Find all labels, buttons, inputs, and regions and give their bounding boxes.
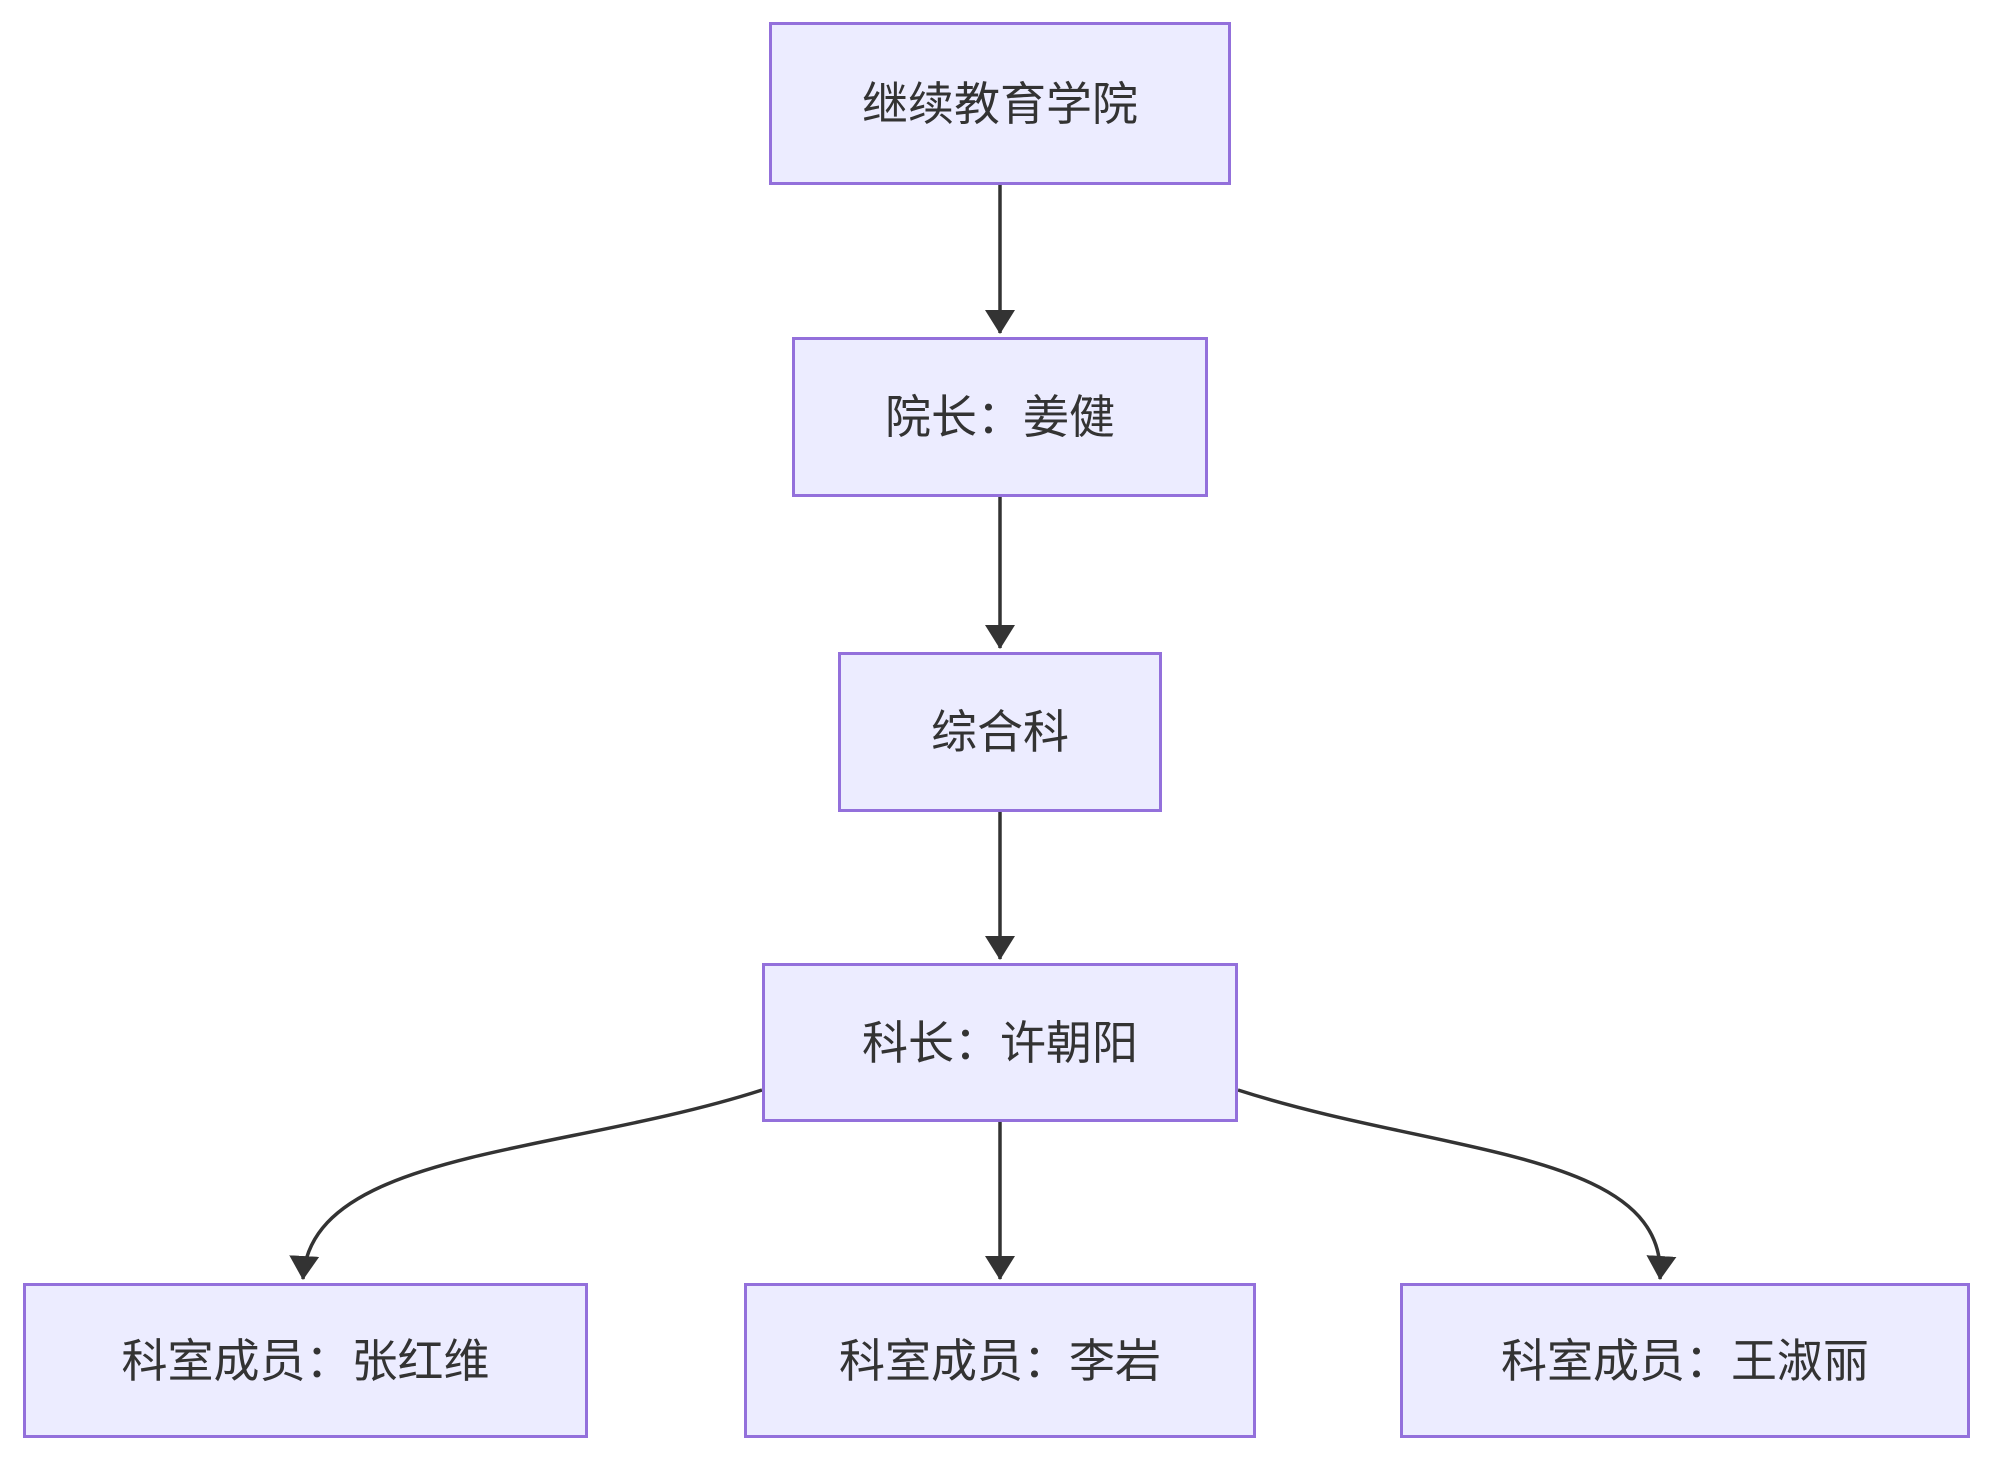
node-section: 综合科 — [838, 652, 1162, 812]
edge-chief-member-3 — [1237, 1088, 1677, 1280]
edge-chief-member-1 — [289, 1088, 763, 1280]
node-dean: 院长：姜健 — [792, 337, 1208, 497]
node-member-2: 科室成员：李岩 — [744, 1283, 1256, 1438]
node-chief: 科长：许朝阳 — [762, 963, 1238, 1122]
node-member-3: 科室成员：王淑丽 — [1400, 1283, 1970, 1438]
node-college: 继续教育学院 — [769, 22, 1231, 185]
node-member-1: 科室成员：张红维 — [23, 1283, 588, 1438]
